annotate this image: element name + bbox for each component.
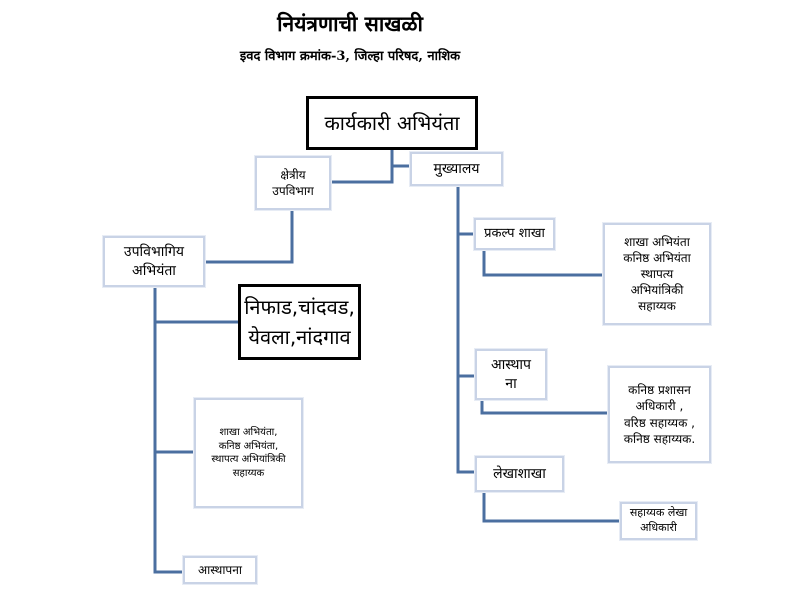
node-sub-establishment: आस्थापना: [183, 556, 257, 584]
connector-establishment-to-staff: [480, 400, 608, 415]
node-headquarters: मुख्यालय: [410, 152, 503, 186]
connector-accounts-to-staff: [482, 492, 620, 523]
node-accounts-branch: लेखाशाखा: [475, 456, 564, 492]
node-executive-engineer: कार्यकारी अभियंता: [306, 96, 478, 150]
node-project-branch: प्रकल्प शाखा: [474, 218, 555, 250]
connector-hq-trunk: [456, 186, 475, 474]
node-regional-subdivision: क्षेत्रीय उपविभाग: [255, 156, 331, 210]
node-subdivisional-engineer: उपविभागिय अभियंता: [103, 236, 205, 287]
node-establishment: आस्थाप ना: [475, 349, 547, 400]
connector-subeng-trunk: [153, 287, 183, 574]
diagram-subtitle: इवद विभाग क्रमांक-3, जिल्हा परिषद, नाशिक: [239, 49, 461, 64]
node-accounts-staff: सहाय्यक लेखा अधिकारी: [620, 502, 697, 540]
node-project-staff: शाखा अभियंता कनिष्ठ अभियंता स्थापत्य अभि…: [603, 223, 711, 325]
node-establishment-staff: कनिष्ठ प्रशासन अधिकारी , वरिष्ठ सहाय्यक …: [608, 366, 711, 463]
diagram-title: नियंत्रणाची साखळी: [277, 11, 423, 36]
connector-regional-to-subeng: [205, 210, 294, 264]
node-talukas: निफाड,चांदवड, येवला,नांदगाव: [238, 284, 361, 360]
connector-project-to-staff: [482, 250, 603, 277]
connector-main-to-regional: [330, 150, 394, 184]
node-sub-staff: शाखा अभियंता, कनिष्ठ अभियंता, स्थापत्य अ…: [194, 398, 303, 508]
